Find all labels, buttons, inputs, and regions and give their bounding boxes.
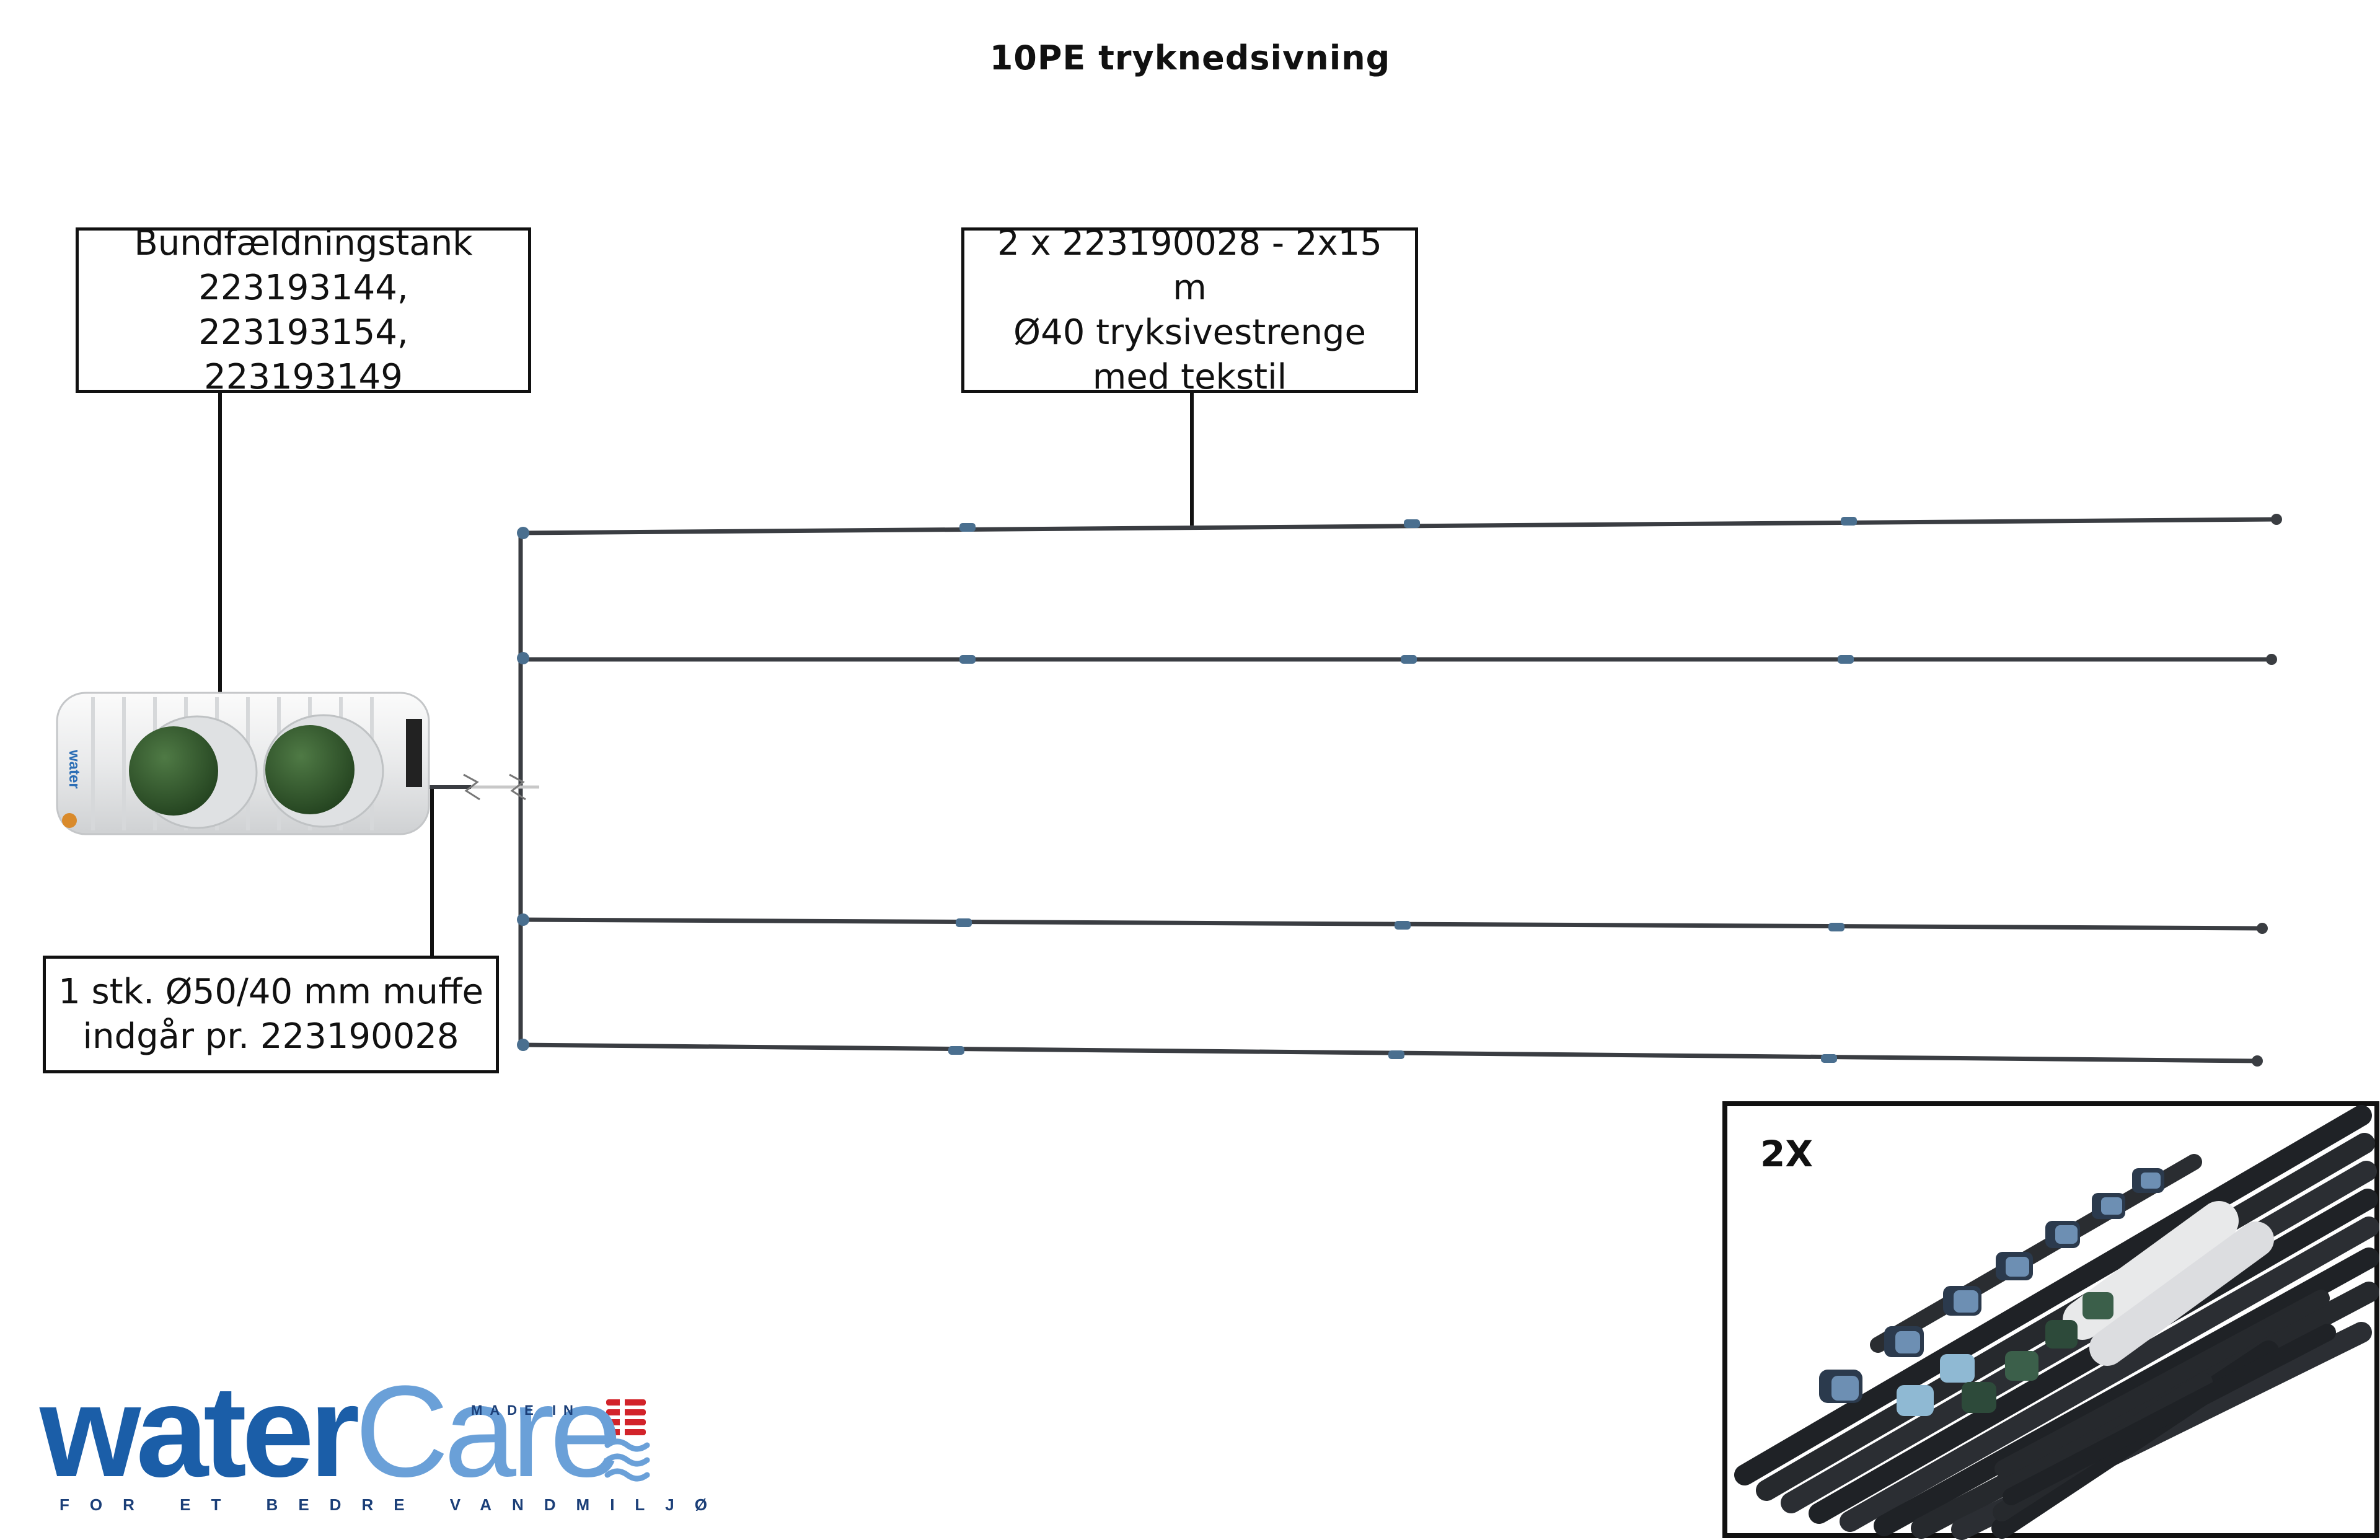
danish-flag-icon: [606, 1399, 646, 1435]
end-cap: [2252, 1055, 2263, 1067]
label-line: 1 stk. Ø50/40 mm muffe: [58, 972, 483, 1012]
coupling: [956, 918, 972, 927]
pipe-string-3: [517, 913, 2268, 934]
label-line: Ø40 tryksivestrenge: [1013, 312, 1366, 353]
coupling: [1395, 921, 1411, 930]
coupling: [1828, 923, 1844, 931]
tee-fitting: [517, 527, 529, 539]
coupling: [1821, 1054, 1837, 1063]
end-cap: [2257, 923, 2268, 934]
pump-box: [406, 719, 422, 787]
logo-tagline: FOR ET BEDRE VANDMILJØ: [60, 1495, 728, 1514]
coupling: [1388, 1050, 1404, 1059]
coupling: [1841, 517, 1857, 526]
tee-fitting: [517, 652, 529, 664]
logo-word-water: water: [40, 1358, 360, 1504]
logo-made-in: MADE IN: [471, 1402, 581, 1418]
coupling: [1404, 519, 1420, 528]
label-settling-tank: Bundfældningstank 223193144, 223193154, …: [76, 223, 531, 397]
manhole-lid: [265, 725, 355, 814]
label-line: 223193144, 223193154,: [198, 267, 408, 353]
label-line: 223193149: [204, 356, 403, 397]
pipe-string-1: [517, 514, 2282, 539]
coupling: [1401, 655, 1417, 664]
label-line: 2 x 223190028 - 2x15 m: [997, 222, 1382, 308]
feed-pipe: [426, 773, 539, 801]
coupling: [1838, 655, 1854, 664]
end-cap: [2266, 654, 2277, 665]
tank-brand-text: water: [66, 749, 82, 789]
manhole-lid: [129, 726, 218, 816]
label-line: med tekstil: [1092, 356, 1287, 397]
pipe-string-2: [517, 652, 2277, 665]
label-pressure-strings: 2 x 223190028 - 2x15 m Ø40 tryksivestren…: [961, 223, 1418, 397]
page-title: 10PE tryknedsivning: [989, 38, 1391, 77]
end-cap: [2271, 514, 2282, 525]
outlet-fitting: [62, 813, 77, 828]
settling-tank: water: [56, 692, 430, 835]
coupling-bundle: [1819, 1168, 2164, 1416]
coupling: [948, 1046, 964, 1055]
label-line: Bundfældningstank: [134, 222, 473, 263]
pipe-string-4: [517, 1039, 2263, 1067]
tee-fitting: [517, 1039, 529, 1051]
tee-fitting: [517, 913, 529, 926]
coupling: [959, 523, 976, 532]
inset-quantity-badge: 2X: [1760, 1133, 1814, 1175]
wave-icon: [604, 1438, 650, 1482]
label-coupling: 1 stk. Ø50/40 mm muffe indgår pr. 223190…: [43, 956, 499, 1073]
logo-word-care: Care: [355, 1358, 622, 1504]
label-line: indgår pr. 223190028: [82, 1016, 459, 1057]
coupling: [959, 655, 976, 664]
brand-logo: waterCare: [40, 1366, 622, 1497]
